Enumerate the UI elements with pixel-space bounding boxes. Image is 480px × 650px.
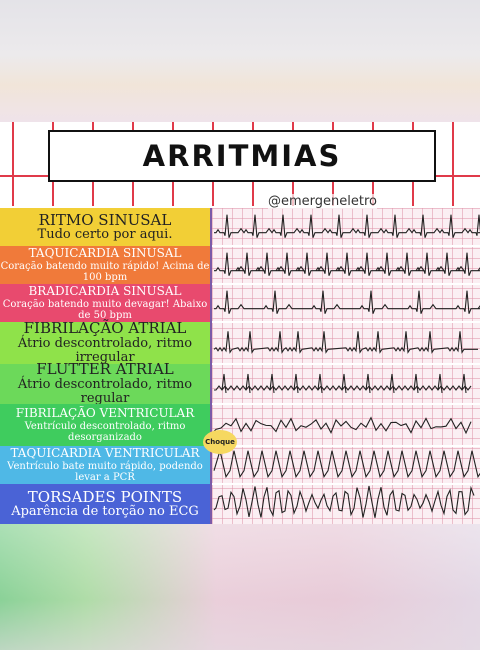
rhythm-description: Ventrículo bate muito rápido, podendo le… [7, 460, 203, 483]
watermark-handle: @emergeneletro [268, 194, 377, 209]
title-box: ARRITMIAS [48, 130, 436, 182]
rhythm-row-sinusal: RITMO SINUSAL Tudo certo por aqui. [0, 208, 210, 246]
rhythm-name: BRADICARDIA SINUSAL [28, 284, 182, 299]
page-title: ARRITMIAS [142, 139, 342, 173]
ecg-strip-column [212, 208, 480, 524]
rhythm-description: Átrio descontrolado, ritmo regular [17, 376, 193, 407]
rhythm-row-fibrilacao-ventricular: FIBRILAÇÃO VENTRICULAR Ventrículo descon… [0, 404, 210, 446]
rhythm-row-taquicardia-ventricular: TAQUICARDIA VENTRICULAR Ventrículo bate … [0, 446, 210, 484]
blurred-background-top [0, 0, 480, 122]
ecg-trace-taquicardia-sinusal [214, 252, 480, 276]
rhythm-name: FIBRILAÇÃO VENTRICULAR [15, 406, 195, 421]
ecg-trace-fibrilacao-atrial [213, 331, 478, 354]
rhythm-description: Coração batendo muito devagar! Abaixo de… [2, 298, 208, 321]
rhythm-name: TAQUICARDIA VENTRICULAR [10, 446, 200, 461]
rhythm-name: TORSADES POINTS [27, 487, 183, 506]
rhythm-name: FIBRILAÇÃO ATRIAL [23, 319, 187, 338]
rhythm-description: Aparência de torção no ECG [11, 504, 199, 520]
rhythm-name: TAQUICARDIA SINUSAL [28, 246, 182, 261]
rhythm-description: Átrio descontrolado, ritmo irregular [17, 335, 193, 366]
rhythm-description: Ventrículo descontrolado, ritmo desorgan… [24, 420, 186, 443]
ecg-trace-flutter-atrial [214, 373, 472, 394]
ecg-trace-torsades-points [213, 485, 475, 518]
ecg-trace-fibrilacao-ventricular [213, 416, 472, 435]
rhythm-name: FLUTTER ATRIAL [36, 360, 174, 379]
rhythm-description: Coração batendo muito rápido! Acima de 1… [0, 260, 210, 283]
rhythm-row-torsades-points: TORSADES POINTS Aparência de torção no E… [0, 484, 210, 524]
ecg-trace-sinusal [214, 214, 480, 238]
shock-badge: Choque [203, 430, 237, 454]
ecg-trace-bradicardia-sinusal [214, 290, 480, 314]
rhythm-name: RITMO SINUSAL [38, 210, 172, 229]
column-divider [210, 208, 212, 524]
rhythm-row-taquicardia-sinusal: TAQUICARDIA SINUSAL Coração batendo muit… [0, 246, 210, 284]
blurred-background-bottom [0, 524, 480, 650]
rhythm-row-fibrilacao-atrial: FIBRILAÇÃO ATRIAL Átrio descontrolado, r… [0, 319, 210, 366]
rhythm-row-bradicardia-sinusal: BRADICARDIA SINUSAL Coração batendo muit… [0, 284, 210, 322]
arrhythmia-poster: ARRITMIAS RITMO SINUSAL Tudo certo por a… [0, 122, 480, 524]
rhythm-description: Tudo certo por aqui. [37, 227, 173, 243]
ecg-traces [212, 214, 480, 518]
rhythm-row-flutter-atrial: FLUTTER ATRIAL Átrio descontrolado, ritm… [0, 360, 210, 407]
ecg-trace-taquicardia-ventricular [213, 448, 480, 479]
